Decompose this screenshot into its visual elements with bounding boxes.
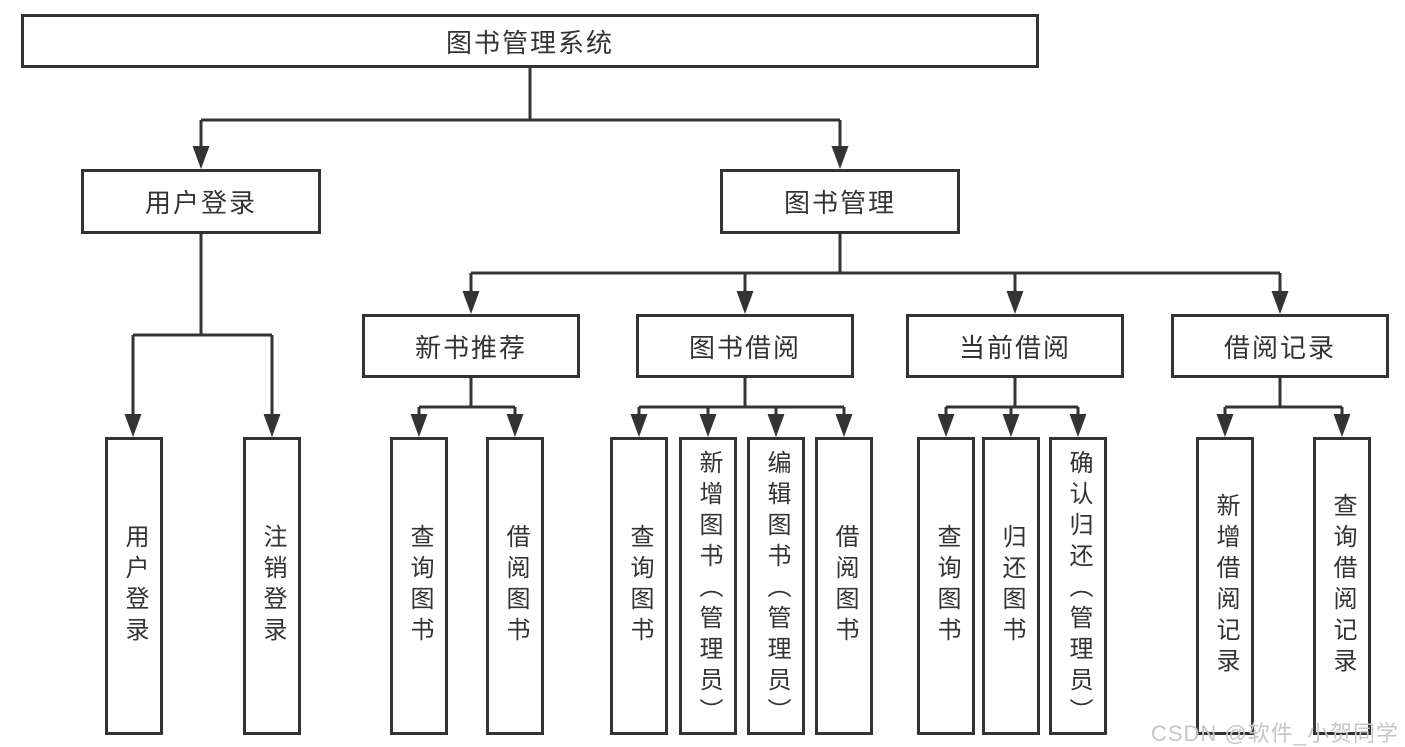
leaf-user-login: 用户登录 xyxy=(105,437,163,735)
watermark: CSDN @软件_小贺同学 xyxy=(1150,721,1399,746)
connector-root-to-level2 xyxy=(199,68,842,150)
leaf-return-books: 归还图书 xyxy=(982,437,1040,735)
node-current-borrow: 当前借阅 xyxy=(906,314,1124,378)
node-book-management: 图书管理 xyxy=(720,169,960,234)
leaf-add-books-admin: 新增图书（管理员） xyxy=(679,437,737,735)
node-book-borrow: 图书借阅 xyxy=(636,314,854,378)
connector-current-to-leaves xyxy=(944,378,1080,418)
leaf-borrow-books: 借阅图书 xyxy=(815,437,873,735)
leaf-query-books-current: 查询图书 xyxy=(917,437,975,735)
leaf-query-borrow-record: 查询借阅记录 xyxy=(1313,437,1371,735)
connector-recommend-to-leaves xyxy=(417,378,517,418)
leaf-query-books-recommend: 查询图书 xyxy=(390,437,448,735)
connector-book-to-sections xyxy=(469,234,1282,295)
leaf-edit-books-admin: 编辑图书（管理员） xyxy=(747,437,805,735)
node-library-management-system: 图书管理系统 xyxy=(21,14,1039,68)
connector-borrow-to-leaves xyxy=(637,378,846,418)
node-new-book-recommend: 新书推荐 xyxy=(362,314,580,378)
connector-user-to-leaves xyxy=(131,234,274,418)
leaf-query-books-borrow: 查询图书 xyxy=(610,437,668,735)
leaf-confirm-return-admin: 确认归还（管理员） xyxy=(1049,437,1107,735)
arrowheads xyxy=(124,146,1351,437)
leaf-borrow-books-recommend: 借阅图书 xyxy=(486,437,544,735)
node-borrow-records: 借阅记录 xyxy=(1171,314,1389,378)
leaf-add-borrow-record: 新增借阅记录 xyxy=(1196,437,1254,735)
node-user-login: 用户登录 xyxy=(81,169,321,234)
connector-records-to-leaves xyxy=(1223,378,1344,418)
leaf-logout: 注销登录 xyxy=(243,437,301,735)
